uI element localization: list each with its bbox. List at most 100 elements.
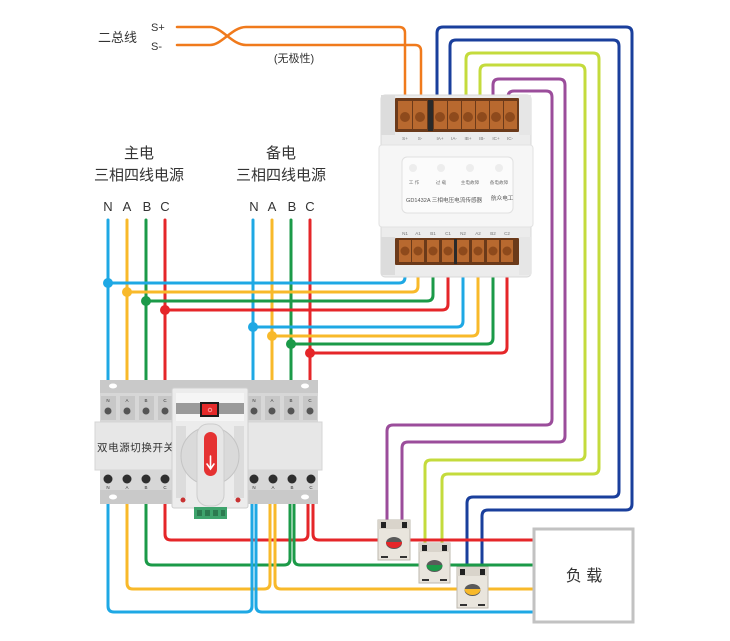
indicator-dot bbox=[180, 497, 186, 503]
knurl bbox=[234, 426, 244, 498]
junction-main-n bbox=[103, 278, 113, 288]
rail-hole bbox=[109, 383, 117, 389]
left-unit-bottom bbox=[100, 470, 172, 490]
control-terminal-connector bbox=[194, 507, 227, 519]
backup-source-title: 备电 bbox=[266, 145, 296, 162]
terminal-label: A bbox=[125, 485, 128, 490]
terminal-label: B2 bbox=[490, 231, 496, 236]
knurl bbox=[176, 426, 186, 498]
terminal-divider bbox=[428, 100, 433, 131]
wire-ic-minus bbox=[385, 89, 554, 523]
terminal-divider bbox=[454, 239, 457, 264]
load-label: 负 载 bbox=[566, 567, 602, 585]
main-phase-c-label: C bbox=[160, 199, 169, 214]
left-unit-body bbox=[94, 421, 175, 471]
junction-backup-a bbox=[267, 331, 277, 341]
terminal-label: C bbox=[309, 485, 313, 490]
terminal-screw bbox=[399, 240, 411, 262]
led-overload bbox=[437, 164, 445, 172]
current-transformer-c bbox=[377, 519, 411, 561]
wire-ib-minus bbox=[423, 63, 587, 546]
terminal-screw bbox=[472, 240, 484, 262]
sensor-bottom-terminal-labels: N1 A1 B1 C1 N2 A2 B2 C2 bbox=[402, 231, 510, 236]
right-unit-bottom bbox=[248, 470, 318, 490]
terminal-label: A bbox=[125, 398, 128, 403]
terminal-label: C2 bbox=[504, 231, 510, 236]
terminal-label: S+ bbox=[402, 136, 408, 141]
wire-load-a bbox=[273, 484, 537, 591]
indicator-dot bbox=[235, 497, 241, 503]
terminal-label: IB+ bbox=[464, 136, 471, 141]
backup-phase-c-label: C bbox=[305, 199, 314, 214]
backup-phase-n-label: N bbox=[249, 199, 258, 214]
junction-main-b bbox=[141, 296, 151, 306]
sensor-ear bbox=[519, 237, 531, 275]
wire-sense-c2 bbox=[308, 260, 509, 355]
left-bottom-terminals bbox=[103, 474, 170, 484]
terminal-label: IB- bbox=[479, 136, 485, 141]
junction-main-c bbox=[160, 305, 170, 315]
terminal-label: IA- bbox=[451, 136, 457, 141]
junction-main-a bbox=[122, 287, 132, 297]
terminal-label: S- bbox=[418, 136, 423, 141]
indicator-label-work: 工 作 bbox=[409, 179, 420, 186]
terminal-screw bbox=[490, 101, 503, 129]
wire-ib-plus bbox=[440, 51, 601, 546]
terminal-screw bbox=[504, 101, 517, 129]
right-bottom-terminals bbox=[249, 474, 316, 484]
sensor-ear bbox=[519, 95, 531, 135]
sensor-top-terminal-labels: S+ S- IA+ IA- IB+ IB- IC+ IC- bbox=[402, 136, 513, 141]
ct-core-wire bbox=[464, 589, 481, 595]
transfer-switch: 双电源切换开关 N A B C N A B C bbox=[94, 380, 323, 519]
junction-backup-n bbox=[248, 322, 258, 332]
indicator-label-backup-fault: 备电故障 bbox=[490, 179, 509, 186]
main-source-title: 主电 bbox=[124, 145, 154, 162]
terminal-label: A1 bbox=[415, 231, 421, 236]
terminal-label: C1 bbox=[445, 231, 451, 236]
wire-sense-c1 bbox=[163, 260, 450, 312]
wire-load-b bbox=[292, 484, 537, 567]
indicator-label-overload: 过 载 bbox=[436, 179, 447, 186]
terminal-label: N1 bbox=[402, 231, 408, 236]
terminal-screw bbox=[412, 240, 424, 262]
sensor-ear bbox=[381, 95, 395, 135]
terminal-label: A bbox=[271, 485, 274, 490]
sensor-panel bbox=[401, 156, 514, 214]
sensor-ear bbox=[381, 237, 395, 275]
current-transformer-a bbox=[456, 566, 489, 609]
ct-core-wire bbox=[386, 542, 402, 548]
terminal-screw bbox=[427, 240, 439, 262]
terminal-label: C bbox=[163, 398, 167, 403]
wire-sense-a1 bbox=[125, 260, 420, 294]
transfer-switch-label: 双电源切换开关 bbox=[97, 441, 175, 454]
terminal-screw bbox=[457, 240, 469, 262]
main-phase-n-label: N bbox=[103, 199, 112, 214]
backup-source-wires bbox=[251, 218, 312, 408]
bus-s-plus-label: S+ bbox=[151, 22, 165, 34]
sensor-model: GD1432A 三相电压电流传感器 bbox=[406, 196, 483, 204]
backup-source-subtitle: 三相四线电源 bbox=[236, 167, 326, 184]
main-phase-labels: N A B C bbox=[103, 199, 169, 214]
bus-wires bbox=[175, 25, 423, 104]
led-backup-fault bbox=[495, 164, 503, 172]
terminal-screw bbox=[413, 101, 427, 129]
terminal-label: N bbox=[252, 398, 255, 403]
terminal-label: A2 bbox=[475, 231, 481, 236]
load-box bbox=[532, 527, 635, 624]
terminal-label: N bbox=[252, 485, 255, 490]
wire-load-n bbox=[254, 484, 537, 614]
led-work bbox=[409, 164, 417, 172]
output-wires bbox=[106, 484, 537, 614]
current-transformer-b bbox=[418, 542, 451, 584]
rail-hole bbox=[301, 494, 309, 500]
left-top-terminals bbox=[101, 396, 172, 420]
bus-label: 二总线 bbox=[98, 30, 137, 45]
main-phase-b-label: B bbox=[143, 199, 152, 214]
terminal-label: IC+ bbox=[492, 136, 500, 141]
junction-backup-b bbox=[286, 339, 296, 349]
terminal-screw bbox=[398, 101, 412, 129]
wire-bus-s-plus bbox=[175, 25, 407, 104]
terminal-label: C bbox=[163, 485, 167, 490]
sensor-module: S+ S- IA+ IA- IB+ IB- IC+ IC- 工 作 过 载 主电… bbox=[378, 94, 534, 278]
